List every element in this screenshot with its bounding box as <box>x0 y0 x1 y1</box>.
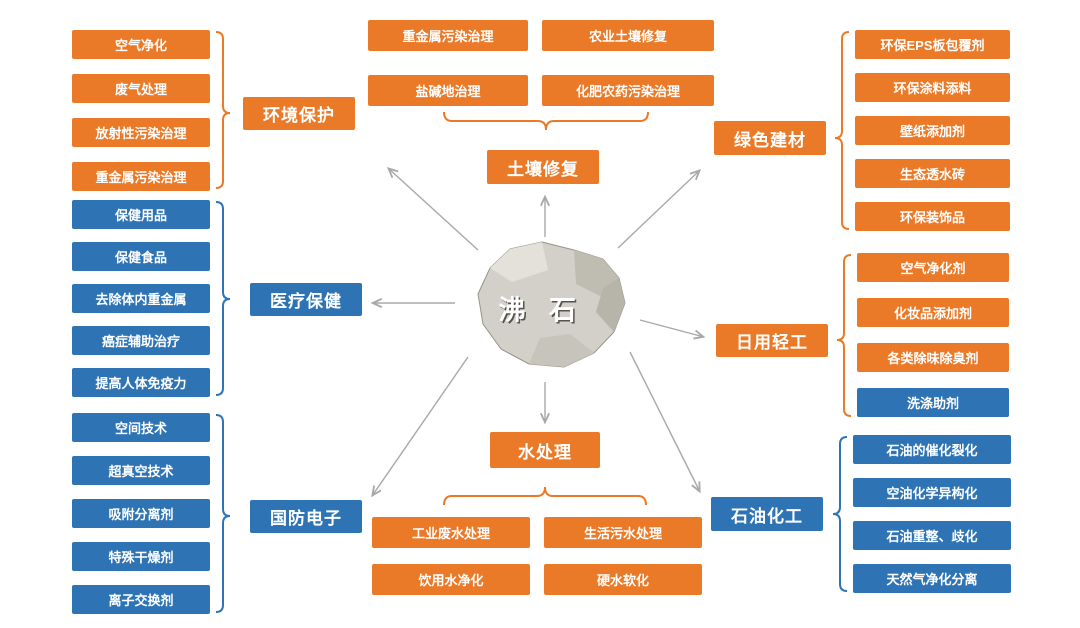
defense-item: 特殊干燥剂 <box>72 542 210 571</box>
env-item: 重金属污染治理 <box>72 162 210 191</box>
rock-outline <box>477 241 626 368</box>
petro-item: 石油的催化裂化 <box>853 435 1011 464</box>
petro-items-group: 石油的催化裂化空油化学异构化石油重整、歧化天然气净化分离 <box>853 435 1011 593</box>
daily-items-group: 空气净化剂化妆品添加剂各类除味除臭剂洗涤助剂 <box>857 253 1009 417</box>
env-item: 空气净化 <box>72 30 210 59</box>
category-water-treatment: 水处理 <box>490 432 600 468</box>
green-item: 壁纸添加剂 <box>855 116 1010 145</box>
petro-item: 天然气净化分离 <box>853 564 1011 593</box>
rock-facet <box>596 278 625 332</box>
rock-facet <box>490 242 548 282</box>
soil-item: 农业土壤修复 <box>542 20 714 51</box>
group-brace <box>834 31 850 230</box>
env-items-group: 空气净化废气处理放射性污染治理重金属污染治理 <box>72 30 210 191</box>
soil-item: 重金属污染治理 <box>368 20 528 51</box>
soil-item: 化肥农药污染治理 <box>542 75 714 106</box>
medical-item: 癌症辅助治疗 <box>72 326 210 355</box>
defense-items-group: 空间技术超真空技术吸附分离剂特殊干燥剂离子交换剂 <box>72 413 210 614</box>
group-brace <box>443 486 647 506</box>
center-label: 沸 石 <box>499 296 585 326</box>
center-label-shadow: 沸 石 <box>500 297 586 327</box>
radial-arrow <box>629 351 700 492</box>
category-defense-electronics: 国防电子 <box>250 500 362 533</box>
group-brace <box>215 414 231 613</box>
green-items-group: 环保EPS板包覆剂环保涂料添料壁纸添加剂生态透水砖环保装饰品 <box>855 30 1010 231</box>
category-daily-light-industry: 日用轻工 <box>716 324 828 357</box>
soil-item: 盐碱地治理 <box>368 75 528 106</box>
category-green-building-materials: 绿色建材 <box>714 121 826 155</box>
radial-arrow <box>388 168 479 251</box>
medical-items-group: 保健用品保健食品去除体内重金属癌症辅助治疗提高人体免疫力 <box>72 200 210 397</box>
water-item: 硬水软化 <box>544 564 702 595</box>
env-item: 放射性污染治理 <box>72 118 210 147</box>
group-brace <box>443 111 649 131</box>
group-brace <box>832 436 848 592</box>
water-item: 生活污水处理 <box>544 517 702 548</box>
category-environmental-protection: 环境保护 <box>243 97 355 130</box>
daily-item: 化妆品添加剂 <box>857 298 1009 327</box>
green-item: 环保涂料添料 <box>855 73 1010 102</box>
group-brace <box>836 254 852 417</box>
medical-item: 保健用品 <box>72 200 210 229</box>
rock-facet <box>574 250 619 296</box>
defense-item: 空间技术 <box>72 413 210 442</box>
water-item: 饮用水净化 <box>372 564 530 595</box>
green-item: 环保装饰品 <box>855 202 1010 231</box>
green-item: 环保EPS板包覆剂 <box>855 30 1010 59</box>
defense-item: 离子交换剂 <box>72 585 210 614</box>
petro-item: 石油重整、歧化 <box>853 521 1011 550</box>
water-items-group: 工业废水处理生活污水处理饮用水净化硬水软化 <box>372 517 702 595</box>
water-item: 工业废水处理 <box>372 517 530 548</box>
env-item: 废气处理 <box>72 74 210 103</box>
medical-item: 保健食品 <box>72 242 210 271</box>
group-brace <box>215 201 231 396</box>
green-item: 生态透水砖 <box>855 159 1010 188</box>
radial-arrow <box>617 170 700 249</box>
medical-item: 去除体内重金属 <box>72 284 210 313</box>
group-brace <box>215 31 231 189</box>
medical-item: 提高人体免疫力 <box>72 368 210 397</box>
defense-item: 超真空技术 <box>72 456 210 485</box>
rock-facet <box>529 334 594 367</box>
petro-item: 空油化学异构化 <box>853 478 1011 507</box>
daily-item: 空气净化剂 <box>857 253 1009 282</box>
radial-arrow <box>639 319 704 337</box>
category-soil-remediation: 土壤修复 <box>487 150 599 184</box>
radial-arrow <box>372 356 469 496</box>
defense-item: 吸附分离剂 <box>72 499 210 528</box>
daily-item: 洗涤助剂 <box>857 388 1009 417</box>
soil-items-group: 重金属污染治理农业土壤修复盐碱地治理化肥农药污染治理 <box>368 20 714 106</box>
category-medical-care: 医疗保健 <box>250 283 362 316</box>
category-petrochemical: 石油化工 <box>711 497 823 531</box>
daily-item: 各类除味除臭剂 <box>857 343 1009 372</box>
